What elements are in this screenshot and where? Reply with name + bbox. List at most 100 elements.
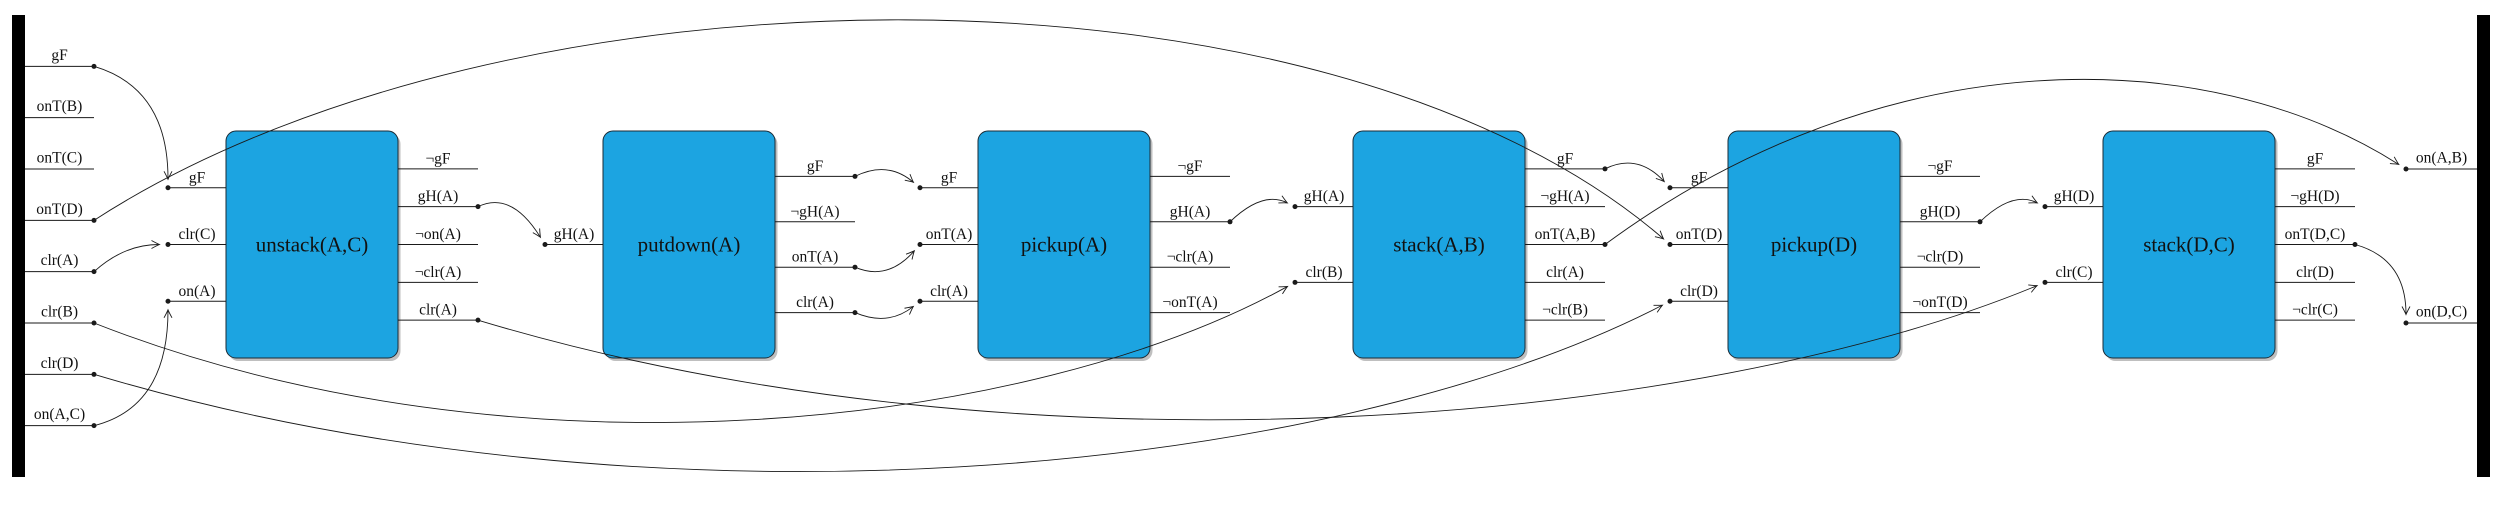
connection-dot (91, 423, 97, 429)
connection-dot (2403, 166, 2409, 172)
output-pin-label: clr(A) (1546, 264, 1584, 281)
connection-dot (475, 204, 481, 210)
connection-dot (917, 185, 923, 191)
init-fact-ont-c: onT(C) (25, 150, 94, 170)
input-pin-label: gH(A) (1304, 188, 1344, 205)
output-pin-label: ¬onT(A) (1162, 294, 1217, 311)
action-label: stack(D,C) (2143, 233, 2235, 257)
output-pin-label: gH(A) (418, 188, 458, 205)
connection-dot (2352, 242, 2358, 247)
edge-init-5-to-act3-in1 (93, 285, 1289, 423)
fact-label: onT(B) (37, 98, 83, 115)
goal-state-bar (2477, 15, 2490, 477)
output-pin-label: ¬gH(D) (2290, 188, 2339, 205)
output-pin-label: ¬on(A) (415, 226, 461, 243)
output-pin-label: ¬gH(A) (1540, 188, 1589, 205)
output-pin-label: gF (1557, 150, 1574, 167)
connection-dot (2042, 204, 2048, 210)
fact-label: onT(C) (37, 150, 83, 167)
fact-label: clr(D) (41, 355, 79, 372)
output-pin-label: gF (2307, 150, 2324, 167)
edge-init-0-to-act0-in0 (93, 65, 173, 181)
input-pin-label: on(A) (178, 283, 215, 300)
output-pin-label: gH(D) (1920, 203, 1960, 220)
init-fact-gf: gF (25, 47, 94, 67)
connection-dot (1292, 204, 1298, 210)
connection-dot (91, 320, 97, 326)
output-pin-label: clr(D) (2296, 264, 2334, 281)
connection-dot (1977, 219, 1983, 225)
edge-act1-out3-to-act2-in2 (854, 305, 915, 319)
edge-init-3-to-act4-in1 (93, 19, 1665, 240)
action-label: pickup(A) (1021, 233, 1107, 257)
initial-state-bar (12, 15, 25, 477)
output-pin-label: ¬clr(A) (415, 264, 462, 281)
output-pin-label: ¬onT(D) (1912, 294, 1967, 311)
output-pin-label: ¬clr(B) (1542, 302, 1588, 319)
output-pin-label: onT(D,C) (2285, 226, 2346, 243)
action-box-pickup-a: pickup(A)gFonT(A)clr(A)¬gFgH(A)¬clr(A)¬o… (920, 130, 1230, 361)
action-box-putdown-a: putdown(A)gH(A)gF¬gH(A)onT(A)clr(A) (545, 130, 855, 361)
connection-dot (852, 264, 858, 270)
edge-act4-out1-to-act5-in0 (1979, 195, 2039, 223)
output-pin-label: ¬gF (425, 150, 450, 167)
edge-init-4-to-act0-in1 (93, 240, 161, 273)
connection-dot (852, 173, 858, 179)
connection-dot (91, 217, 97, 223)
output-pin-label: onT(A,B) (1535, 226, 1596, 243)
action-box-pickup-d: pickup(D)gFonT(D)clr(D)¬gFgH(D)¬clr(D)¬o… (1670, 130, 1980, 361)
input-pin-label: gH(D) (2054, 188, 2094, 205)
edge-act1-out0-to-act2-in0 (854, 169, 915, 184)
input-pin-label: clr(D) (1680, 283, 1718, 300)
connection-dot (1667, 298, 1673, 304)
action-label: putdown(A) (638, 233, 741, 257)
connection-dot (1602, 166, 1608, 172)
connection-dot (2042, 279, 2048, 285)
edge-init-7-to-act0-in2 (93, 308, 173, 427)
fact-label: on(A,C) (34, 406, 85, 423)
connection-dot (1667, 185, 1673, 191)
output-pin-label: onT(A) (792, 249, 839, 266)
action-label: stack(A,B) (1393, 233, 1485, 257)
output-pin-label: ¬clr(A) (1167, 249, 1214, 266)
goal-fact-on-d-c: on(D,C) (2406, 304, 2477, 324)
output-pin-label: ¬clr(C) (2292, 302, 2338, 319)
input-pin-label: gF (1691, 169, 1708, 186)
edge-act2-out1-to-act3-in0 (1229, 195, 1289, 223)
output-pin-label: gH(A) (1170, 203, 1210, 220)
init-fact-on-a-c: on(A,C) (25, 406, 94, 427)
edge-act0-out1-to-act1-in0 (477, 202, 542, 239)
connection-dot (91, 269, 97, 275)
connection-dot (91, 63, 97, 69)
connection-dot (917, 298, 923, 304)
input-pin-label: onT(D) (1676, 226, 1723, 243)
edge-init-6-to-act4-in2 (93, 304, 1664, 472)
input-pin-label: clr(C) (178, 226, 215, 243)
output-pin-label: ¬gF (1927, 158, 1952, 175)
edge-act5-out2-to-goal-1 (2354, 244, 2411, 316)
connection-dot (1602, 242, 1608, 247)
action-box-stack-a-b: stack(A,B)gH(A)clr(B)gF¬gH(A)onT(A,B)clr… (1295, 130, 1605, 361)
connection-dot (852, 310, 858, 316)
output-pin-label: clr(A) (796, 294, 834, 311)
connection-dot (1227, 219, 1233, 225)
fact-label: clr(B) (41, 304, 78, 321)
init-fact-ont-d: onT(D) (25, 201, 94, 221)
connection-dot (91, 371, 97, 377)
connection-dot (1667, 242, 1673, 247)
edge-act0-out4-to-act5-in1 (477, 284, 2039, 421)
output-pin-label: ¬gF (1177, 158, 1202, 175)
fact-label: onT(D) (36, 201, 83, 218)
connection-dot (1292, 279, 1298, 285)
goal-label: on(D,C) (2416, 304, 2467, 321)
output-pin-label: gF (807, 158, 824, 175)
edge-act3-out2-to-goal-0 (1604, 78, 2400, 245)
input-pin-label: clr(C) (2055, 264, 2092, 281)
action-label: pickup(D) (1771, 233, 1857, 257)
input-pin-label: onT(A) (926, 226, 973, 243)
output-pin-label: ¬gH(A) (790, 203, 839, 220)
edge-act3-out0-to-act4-in0 (1604, 162, 1666, 183)
connection-dot (165, 242, 171, 247)
connection-dot (165, 298, 171, 304)
